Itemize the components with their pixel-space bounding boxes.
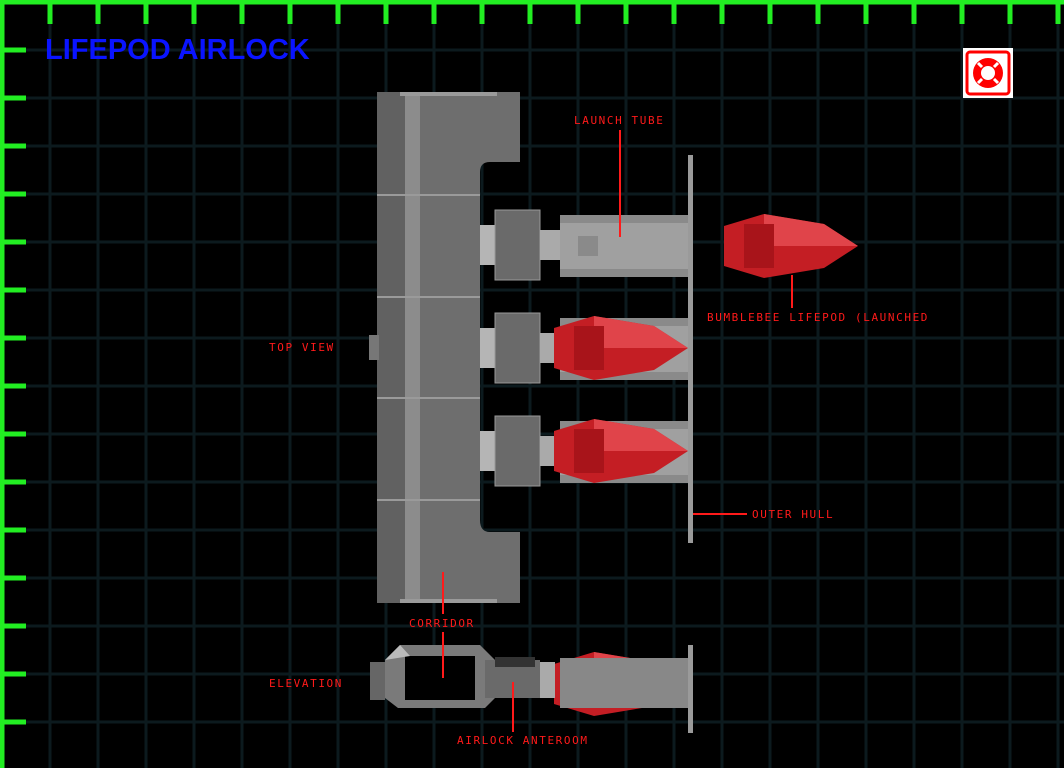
label-airlock-anteroom: AIRLOCK ANTEROOM [457,734,589,747]
lifebuoy-icon[interactable] [963,48,1013,98]
elevation-view [370,645,693,733]
corridor-top-view [369,92,520,603]
page-title: LIFEPOD AIRLOCK [45,34,310,66]
lifepod [554,419,688,483]
label-outer-hull: OUTER HULL [752,508,835,521]
label-launch-tube: LAUNCH TUBE [574,114,665,127]
label-elevation: ELEVATION [269,677,344,690]
lifepod [724,214,858,278]
lifepod [554,316,688,380]
outer-hull [688,155,693,543]
label-lifepod-launched: BUMBLEBEE LIFEPOD (LAUNCHED [707,311,930,324]
leader-lines [442,130,793,732]
label-top-view: TOP VIEW [269,341,335,354]
label-corridor: CORRIDOR [409,617,475,630]
